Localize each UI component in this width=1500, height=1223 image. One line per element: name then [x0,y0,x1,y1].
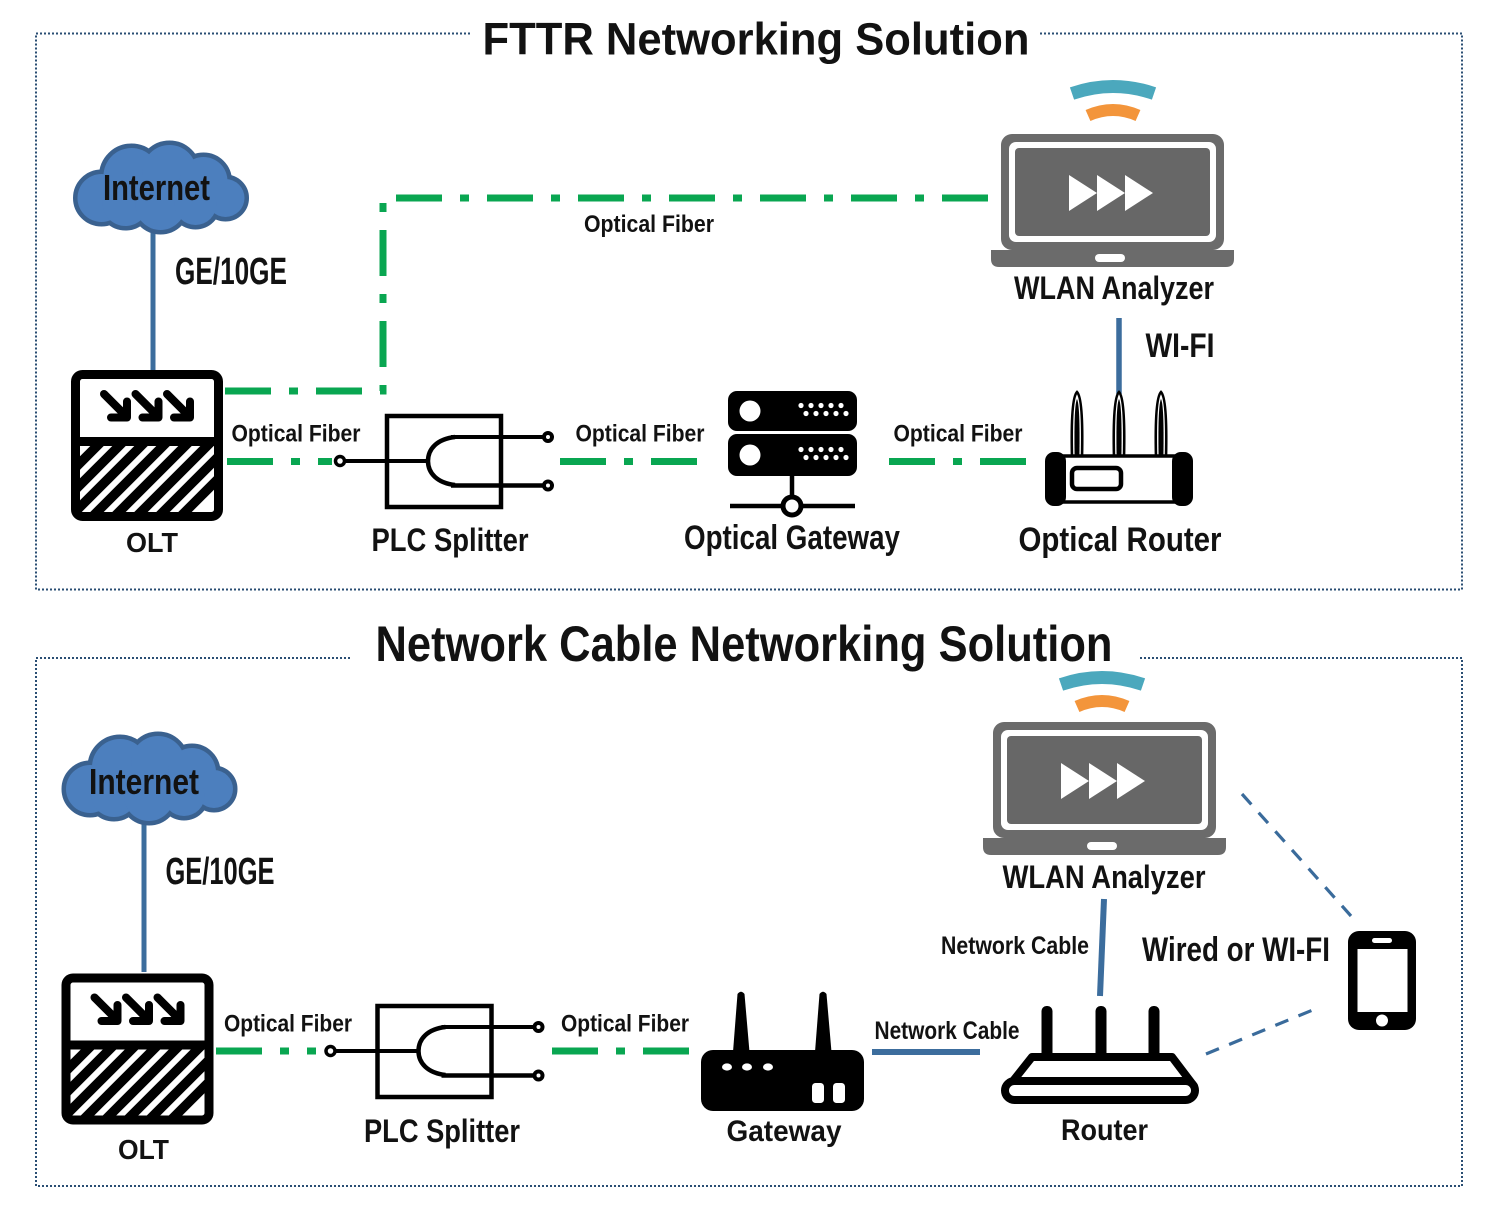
svg-text:Wired or WI-FI: Wired or WI-FI [1142,931,1330,969]
svg-text:Optical Gateway: Optical Gateway [684,519,900,557]
svg-text:PLC Splitter: PLC Splitter [372,522,529,558]
svg-text:Network Cable: Network Cable [875,1017,1020,1045]
svg-text:OLT: OLT [126,527,178,558]
svg-text:OLT: OLT [118,1134,169,1165]
svg-text:Optical Fiber: Optical Fiber [576,421,705,448]
svg-text:Gateway: Gateway [727,1115,842,1148]
svg-text:Network Cable Networking Solut: Network Cable Networking Solution [376,616,1113,672]
svg-text:PLC Splitter: PLC Splitter [364,1113,520,1149]
svg-text:Internet: Internet [89,761,199,802]
svg-text:Optical Fiber: Optical Fiber [232,421,361,448]
svg-text:WLAN Analyzer: WLAN Analyzer [1014,270,1214,306]
svg-text:Optical Fiber: Optical Fiber [561,1011,689,1038]
svg-text:WI-FI: WI-FI [1146,327,1215,365]
svg-text:GE/10GE: GE/10GE [175,251,287,293]
svg-text:FTTR Networking Solution: FTTR Networking Solution [483,14,1030,65]
svg-text:Router: Router [1061,1114,1148,1147]
svg-text:GE/10GE: GE/10GE [166,851,275,893]
svg-text:Optical Fiber: Optical Fiber [584,211,714,238]
svg-text:Optical Fiber: Optical Fiber [224,1011,352,1038]
svg-text:Internet: Internet [103,167,210,208]
svg-text:Optical Fiber: Optical Fiber [894,421,1023,448]
svg-text:Optical Router: Optical Router [1019,521,1222,559]
svg-text:WLAN Analyzer: WLAN Analyzer [1003,859,1206,895]
svg-text:Network Cable: Network Cable [941,932,1089,960]
